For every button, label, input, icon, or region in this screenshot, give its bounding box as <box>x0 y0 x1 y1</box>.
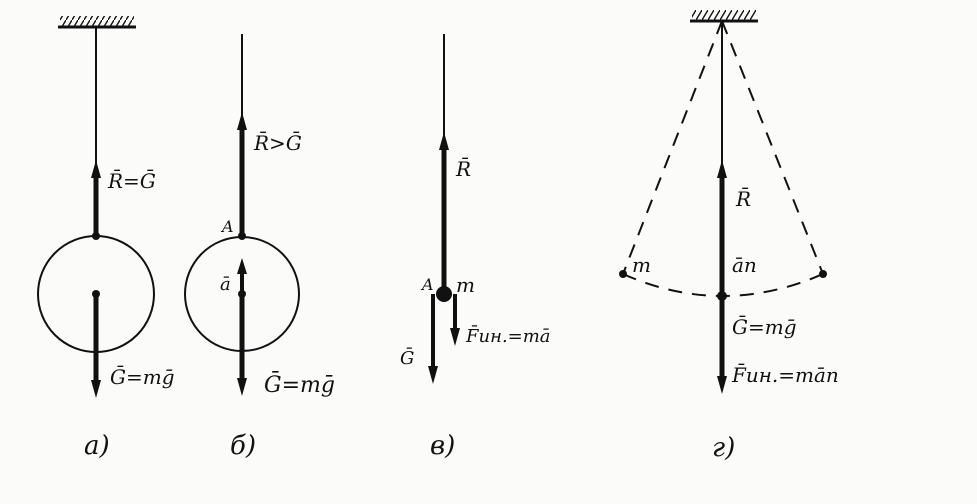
caption-b: б) <box>230 431 256 461</box>
swing-left-dashed <box>622 20 723 275</box>
right-extreme-point-g <box>819 270 827 278</box>
inertia-arrowhead-v <box>450 328 460 346</box>
left-extreme-point-g <box>619 270 627 278</box>
label-point-v: A <box>420 275 434 294</box>
label-force-up-b: R̄>Ḡ <box>253 130 302 155</box>
label-force-down-g: Ḡ=mḡ <box>732 314 797 339</box>
label-inertia-g: F̄ин.=mān <box>731 362 839 387</box>
gravity-arrowhead-v <box>428 366 438 384</box>
gravity-arrowhead-b <box>237 378 247 396</box>
label-force-down-a: Ḡ=mḡ <box>110 364 175 389</box>
label-force-up-a: R̄=Ḡ <box>107 168 156 193</box>
suspension-point-b <box>238 232 246 240</box>
swing-right-dashed <box>721 20 824 275</box>
panel-a: R̄=Ḡ Ḡ=mḡ а) <box>37 16 175 461</box>
reaction-arrowhead-g <box>717 160 727 178</box>
label-mass-g: m <box>632 253 651 277</box>
label-force-up-g: R̄ <box>735 186 751 211</box>
caption-a: а) <box>84 431 110 461</box>
label-mass-v: m <box>456 273 475 297</box>
reaction-arrowhead-v <box>439 132 449 150</box>
caption-g: г) <box>712 433 735 463</box>
label-accel-b: ā <box>220 274 231 295</box>
label-inertia-v: F̄ин.=mā <box>465 324 551 347</box>
suspension-point-a <box>92 232 100 240</box>
label-force-up-v: R̄ <box>455 156 471 181</box>
ceiling-support-a <box>60 16 134 26</box>
mass-point-v <box>436 286 452 302</box>
ceiling-support-g <box>692 10 756 20</box>
gravity-arrowhead-g <box>717 376 727 394</box>
reaction-arrowhead-a <box>91 160 101 178</box>
panel-b: R̄>Ḡ A ā Ḡ=mḡ б) <box>184 34 335 461</box>
caption-v: в) <box>430 431 455 461</box>
panel-g: m R̄ ān Ḡ=mḡ F̄ин.=mān г) <box>619 10 839 463</box>
panel-v: R̄ A m Ḡ F̄ин.=mā в) <box>400 34 551 461</box>
label-gravity-v: Ḡ <box>400 345 414 369</box>
gravity-arrowhead-a <box>91 380 101 398</box>
reaction-arrowhead-b <box>237 112 247 130</box>
label-point-b: A <box>220 217 234 236</box>
label-accel-g: ān <box>732 253 757 277</box>
label-force-down-b: Ḡ=mḡ <box>264 371 335 398</box>
accel-arrowhead-b <box>237 258 247 274</box>
